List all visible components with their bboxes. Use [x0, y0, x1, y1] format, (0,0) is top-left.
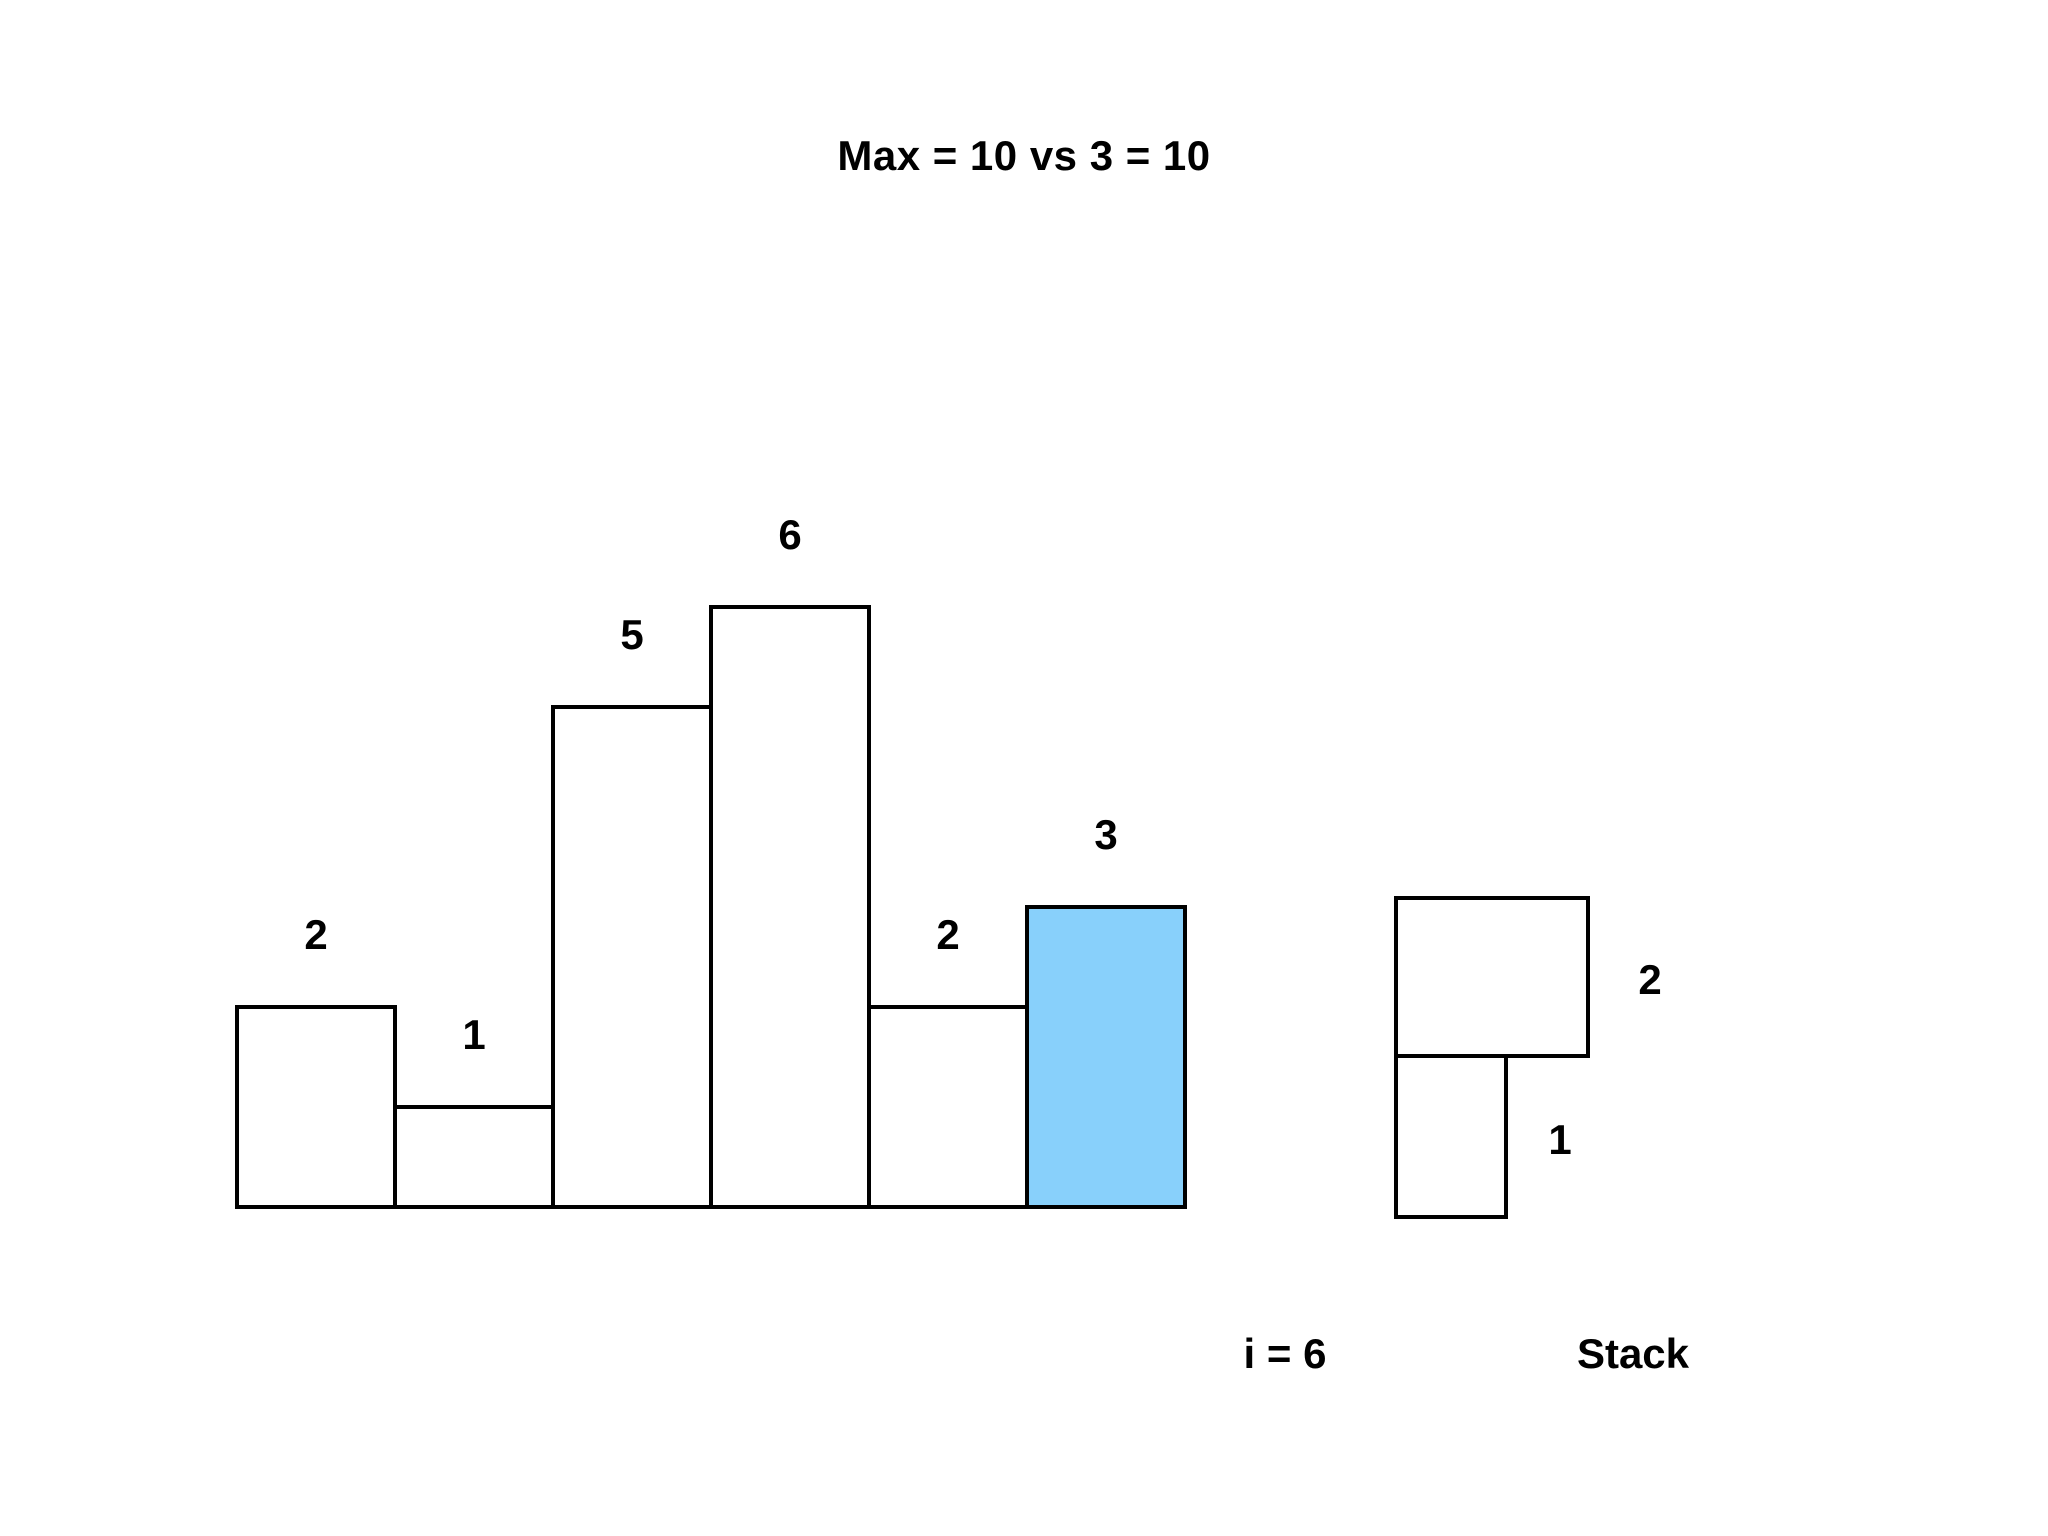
histogram-bar-highlighted	[1025, 905, 1187, 1209]
bar-value-label: 5	[620, 611, 644, 658]
stack-item-label: 1	[1548, 1116, 1572, 1163]
stack-item-label: 2	[1638, 956, 1662, 1003]
stack-box	[1394, 1054, 1508, 1219]
stack-box	[1394, 896, 1590, 1058]
stack-title: Stack	[1576, 1330, 1690, 1377]
histogram-bar	[235, 1005, 397, 1209]
histogram-bar	[867, 1005, 1029, 1209]
bar-value-label: 2	[304, 911, 328, 958]
histogram-bar	[393, 1105, 555, 1209]
page-title: Max = 10 vs 3 = 10	[837, 132, 1211, 179]
bar-value-label: 2	[936, 911, 960, 958]
bar-value-label: 6	[778, 511, 802, 558]
histogram-bar	[709, 605, 871, 1209]
histogram-bar	[551, 705, 713, 1209]
index-label: i = 6	[1243, 1330, 1327, 1377]
bar-value-label: 1	[462, 1011, 486, 1058]
bar-value-label: 3	[1094, 811, 1118, 858]
